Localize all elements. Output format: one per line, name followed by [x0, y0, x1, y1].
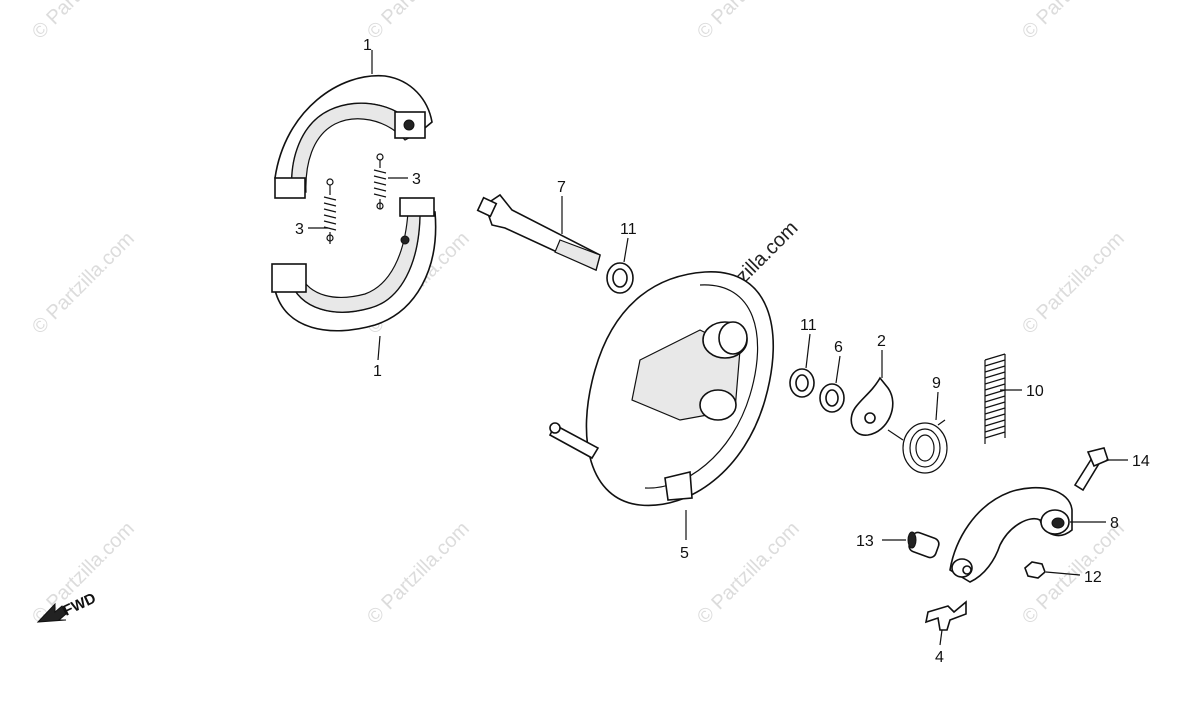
dust-seal-upper[interactable] — [606, 262, 634, 294]
dust-seal-lower[interactable] — [789, 368, 815, 398]
callout-3-right: 3 — [412, 171, 421, 188]
callout-2: 2 — [877, 333, 886, 350]
callout-10: 10 — [1026, 383, 1044, 400]
callout-6: 6 — [834, 339, 843, 356]
watermark: © Partzilla.com — [693, 0, 804, 44]
joint-pin[interactable] — [907, 531, 940, 559]
callout-numbers: 1 1 3 3 7 11 11 6 2 9 10 5 14 8 13 12 4 — [295, 37, 1150, 666]
watermark: © Partzilla.com — [1018, 0, 1129, 44]
callout-9: 9 — [932, 375, 941, 392]
callout-1-lower: 1 — [373, 363, 382, 380]
bolt[interactable] — [1073, 447, 1109, 492]
callout-5: 5 — [680, 545, 689, 562]
callout-14: 14 — [1132, 453, 1150, 470]
callout-1-upper: 1 — [363, 37, 372, 54]
callout-11-lower: 11 — [800, 317, 817, 334]
wing-nut[interactable] — [924, 600, 967, 631]
watermark: © Partzilla.com — [28, 0, 139, 44]
watermark: © Partzilla.com — [363, 518, 474, 629]
watermark: © Partzilla.com — [28, 228, 139, 339]
brake-shoe-lower[interactable] — [271, 197, 437, 332]
callout-4: 4 — [935, 649, 944, 666]
indicator-plate[interactable] — [850, 376, 894, 436]
watermark: © Partzilla.com — [693, 518, 804, 629]
watermark: © Partzilla.com — [363, 0, 474, 44]
brake-shoe-upper[interactable] — [274, 74, 433, 199]
compression-spring[interactable] — [984, 353, 1006, 444]
forward-arrow-icon — [36, 602, 67, 623]
watermark: © Partzilla.com — [1018, 228, 1129, 339]
brake-arm[interactable] — [949, 486, 1073, 583]
callout-11-upper: 11 — [620, 221, 637, 238]
callout-3-left: 3 — [295, 221, 304, 238]
callout-7: 7 — [557, 179, 566, 196]
return-spring[interactable] — [887, 419, 948, 474]
callout-12: 12 — [1084, 569, 1102, 586]
shoe-spring-right[interactable] — [373, 153, 387, 210]
leader-lines — [308, 50, 1128, 646]
shoe-spring-left[interactable] — [323, 178, 337, 244]
callout-13: 13 — [856, 533, 874, 550]
nut[interactable] — [1024, 561, 1046, 579]
brake-cam[interactable] — [476, 193, 601, 272]
brake-panel[interactable] — [548, 271, 775, 507]
washer[interactable] — [819, 383, 845, 413]
callout-8: 8 — [1110, 515, 1119, 532]
